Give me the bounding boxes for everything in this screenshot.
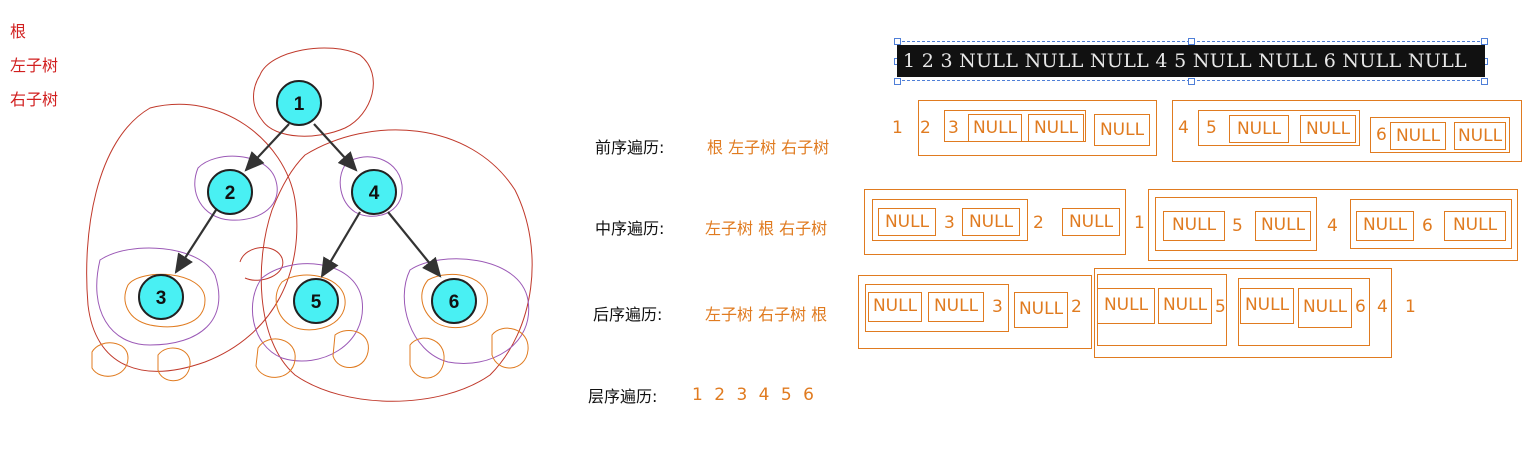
inorder-token: NULL xyxy=(878,208,936,236)
postorder-token: 5 xyxy=(1215,297,1226,317)
svg-text:2: 2 xyxy=(225,183,236,204)
preorder-token: NULL xyxy=(1229,115,1289,143)
svg-text:3: 3 xyxy=(156,288,167,309)
tree-node-3: 3 xyxy=(138,274,184,320)
preorder-token: NULL xyxy=(968,114,1022,142)
inorder-token: 5 xyxy=(1232,216,1243,236)
postorder-token: NULL xyxy=(868,292,922,322)
tree-node-1: 1 xyxy=(276,80,322,126)
postorder-token: NULL xyxy=(1240,288,1294,324)
right-subtree-outline xyxy=(260,129,533,402)
edge-1-4 xyxy=(313,123,358,172)
preorder-node5-box xyxy=(1198,110,1360,146)
inorder-token: 2 xyxy=(1033,213,1044,233)
postorder-node6-box xyxy=(1238,278,1370,346)
resize-handle-br[interactable] xyxy=(1481,78,1488,85)
inorder-node5-box xyxy=(1155,197,1317,251)
edge-4-6 xyxy=(387,211,442,278)
preorder-token: NULL xyxy=(1300,115,1356,143)
left-subtree-outline xyxy=(86,103,298,372)
inorder-right-subtree-box xyxy=(1148,189,1518,261)
postorder-token: NULL xyxy=(1097,288,1155,324)
svg-text:1: 1 xyxy=(294,94,305,115)
resize-handle-tr[interactable] xyxy=(1481,38,1488,45)
preorder-token: NULL xyxy=(1028,114,1084,142)
edge-1-2 xyxy=(244,123,290,172)
postorder-token: NULL xyxy=(928,292,984,322)
postorder-token: 2 xyxy=(1071,297,1082,317)
inorder-token: NULL xyxy=(1255,211,1311,241)
preorder-token: 1 xyxy=(892,118,903,138)
resize-handle-tl[interactable] xyxy=(894,38,901,45)
postorder-left-subtree-box xyxy=(858,275,1092,349)
preorder-token: NULL xyxy=(1390,122,1446,150)
postorder-token: NULL xyxy=(1158,288,1212,324)
legend-left-subtree: 左子树 xyxy=(10,56,59,75)
levelorder-label: 层序遍历: xyxy=(588,387,658,406)
legend-root: 根 xyxy=(10,22,27,41)
inorder-token: 6 xyxy=(1422,216,1433,236)
postorder-token: NULL xyxy=(1014,292,1068,328)
preorder-label: 前序遍历: xyxy=(595,138,665,157)
levelorder-sequence: 1 2 3 4 5 6 xyxy=(692,385,814,405)
tree-node-2: 2 xyxy=(207,169,253,215)
legend-right-subtree: 右子树 xyxy=(10,90,59,109)
inorder-token: NULL xyxy=(1163,211,1225,241)
postorder-token: 4 xyxy=(1377,297,1388,317)
inorder-desc: 左子树 根 右子树 xyxy=(705,219,828,238)
postorder-token: 3 xyxy=(992,297,1003,317)
node2-outline xyxy=(194,155,278,221)
root-outline xyxy=(253,47,374,137)
postorder-label: 后序遍历: xyxy=(593,305,663,324)
edge-4-5 xyxy=(320,211,361,278)
postorder-node3-box xyxy=(865,284,1009,332)
postorder-token: 6 xyxy=(1355,297,1366,317)
preorder-token: 3 xyxy=(948,118,959,138)
terminal-output: 1 2 3 NULL NULL NULL 4 5 NULL NULL 6 NUL… xyxy=(897,45,1485,77)
inorder-token: 3 xyxy=(944,213,955,233)
node4-outline xyxy=(339,156,403,217)
tree-node-5: 5 xyxy=(293,278,339,324)
tree-node-4: 4 xyxy=(351,169,397,215)
inorder-token: 1 xyxy=(1134,213,1145,233)
preorder-left-subtree-box xyxy=(918,100,1157,156)
preorder-token: NULL xyxy=(1094,114,1150,146)
preorder-token: 5 xyxy=(1206,118,1217,138)
inorder-left-subtree-box xyxy=(864,189,1126,255)
binary-tree-diagram: 1 2 4 3 5 6 xyxy=(86,47,533,402)
inorder-token: NULL xyxy=(1444,211,1506,241)
resize-handle-bm[interactable] xyxy=(1188,78,1195,85)
postorder-token: NULL xyxy=(1298,288,1352,328)
inorder-token: 4 xyxy=(1327,216,1338,236)
inorder-token: NULL xyxy=(1062,208,1120,236)
preorder-right-subtree-box xyxy=(1172,100,1522,162)
preorder-token: 6 xyxy=(1376,125,1387,145)
resize-handle-tm[interactable] xyxy=(1188,38,1195,45)
svg-text:5: 5 xyxy=(311,292,322,313)
preorder-token: 4 xyxy=(1178,118,1189,138)
inorder-token: NULL xyxy=(962,208,1020,236)
inorder-token: NULL xyxy=(1356,211,1414,241)
preorder-token: 2 xyxy=(920,118,931,138)
postorder-desc: 左子树 右子树 根 xyxy=(705,305,828,324)
svg-text:4: 4 xyxy=(369,183,380,204)
preorder-token: NULL xyxy=(1454,122,1506,150)
preorder-node6-box xyxy=(1370,117,1510,153)
resize-handle-bl[interactable] xyxy=(894,78,901,85)
inorder-label: 中序遍历: xyxy=(595,219,665,238)
postorder-token: 1 xyxy=(1405,297,1416,317)
preorder-desc: 根 左子树 右子树 xyxy=(707,138,830,157)
postorder-right-subtree-box xyxy=(1094,268,1392,358)
edge-2-3 xyxy=(174,209,217,274)
inorder-node3-box xyxy=(872,199,1028,241)
tree-node-6: 6 xyxy=(431,278,477,324)
inorder-node6-box xyxy=(1350,199,1512,249)
svg-text:6: 6 xyxy=(449,292,460,313)
